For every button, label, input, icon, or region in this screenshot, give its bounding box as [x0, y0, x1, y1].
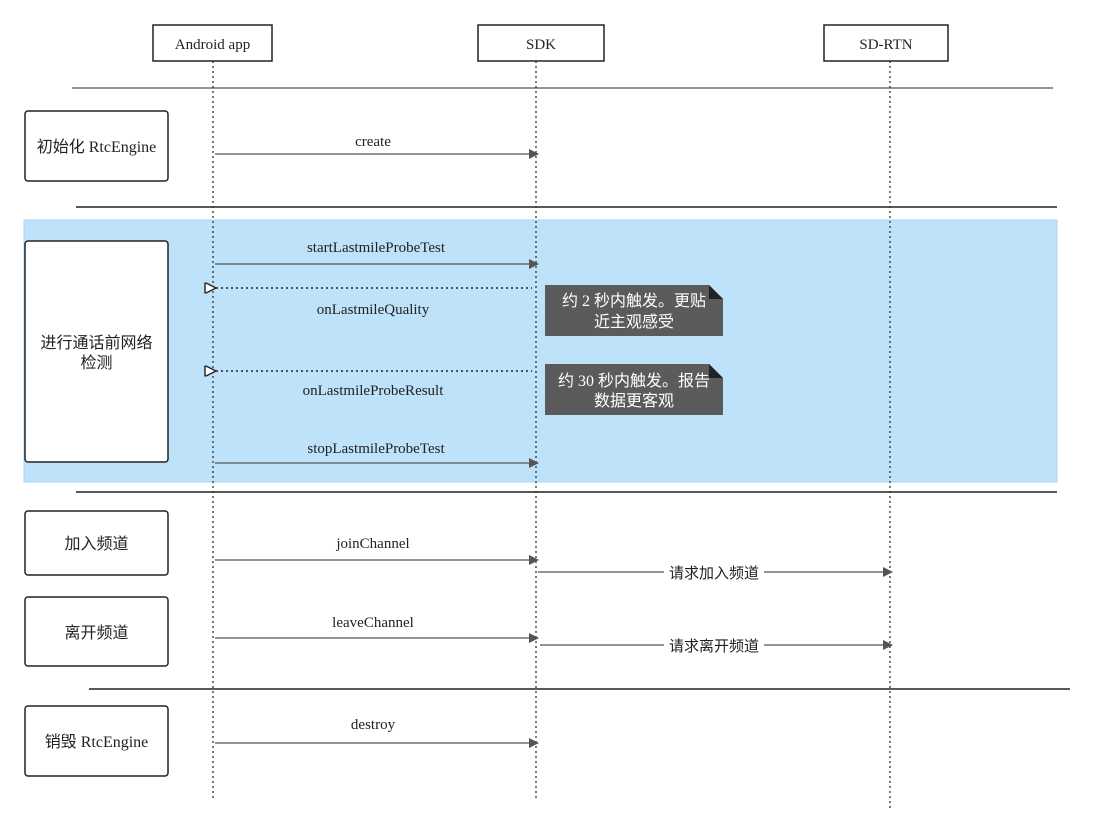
note-quality-line2: 近主观感受: [594, 313, 674, 331]
message-request-join-label: 请求加入频道: [669, 565, 759, 582]
phase-leave: 离开频道: [24, 596, 169, 667]
message-on-result: onLastmileProbeResult: [216, 371, 532, 399]
message-stop-probe: stopLastmileProbeTest: [215, 441, 539, 468]
phase-join-label: 加入频道: [64, 535, 128, 553]
message-request-join: 请求加入频道: [538, 563, 893, 582]
note-result-line2: 数据更客观: [594, 392, 674, 410]
message-create-label: create: [355, 134, 391, 150]
note-result: 约 30 秒内触发。报告 数据更客观: [545, 364, 723, 415]
participant-sdk: SDK: [477, 24, 605, 62]
message-leave-channel-label: leaveChannel: [332, 615, 414, 631]
message-request-leave-label: 请求离开频道: [669, 638, 759, 655]
phase-init-label: 初始化 RtcEngine: [37, 138, 157, 156]
phase-probe-label-line1: 进行通话前网络: [40, 333, 152, 352]
probe-region-highlight: [23, 219, 1058, 483]
message-on-quality: onLastmileQuality: [216, 288, 532, 318]
message-on-quality-label: onLastmileQuality: [317, 302, 430, 318]
message-destroy: destroy: [215, 717, 539, 748]
participant-sdrtn-label: SD-RTN: [859, 37, 912, 53]
message-create: create: [215, 134, 539, 159]
message-start-probe-label: startLastmileProbeTest: [307, 240, 446, 256]
phase-probe: 进行通话前网络 检测: [24, 240, 169, 463]
note-result-line1: 约 30 秒内触发。报告: [558, 372, 710, 390]
message-on-result-label: onLastmileProbeResult: [303, 383, 445, 399]
phase-leave-label: 离开频道: [64, 624, 128, 642]
phase-destroy-label: 销毁 RtcEngine: [45, 733, 149, 751]
participant-android: Android app: [152, 24, 273, 62]
phase-init: 初始化 RtcEngine: [24, 110, 169, 182]
note-quality-line1: 约 2 秒内触发。更贴: [562, 292, 706, 310]
message-destroy-label: destroy: [351, 717, 396, 733]
participant-android-label: Android app: [175, 37, 250, 53]
participant-sdrtn: SD-RTN: [823, 24, 949, 62]
message-join-channel: joinChannel: [215, 536, 539, 565]
message-leave-channel: leaveChannel: [215, 615, 539, 643]
participant-sdk-label: SDK: [526, 37, 556, 53]
note-quality: 约 2 秒内触发。更贴 近主观感受: [545, 285, 723, 336]
phase-destroy: 销毁 RtcEngine: [24, 705, 169, 777]
phase-join: 加入频道: [24, 510, 169, 576]
message-join-channel-label: joinChannel: [335, 536, 409, 552]
phase-probe-label-line2: 检测: [80, 354, 112, 372]
message-stop-probe-label: stopLastmileProbeTest: [307, 441, 445, 457]
message-start-probe: startLastmileProbeTest: [215, 240, 539, 269]
message-request-leave: 请求离开频道: [540, 636, 893, 655]
